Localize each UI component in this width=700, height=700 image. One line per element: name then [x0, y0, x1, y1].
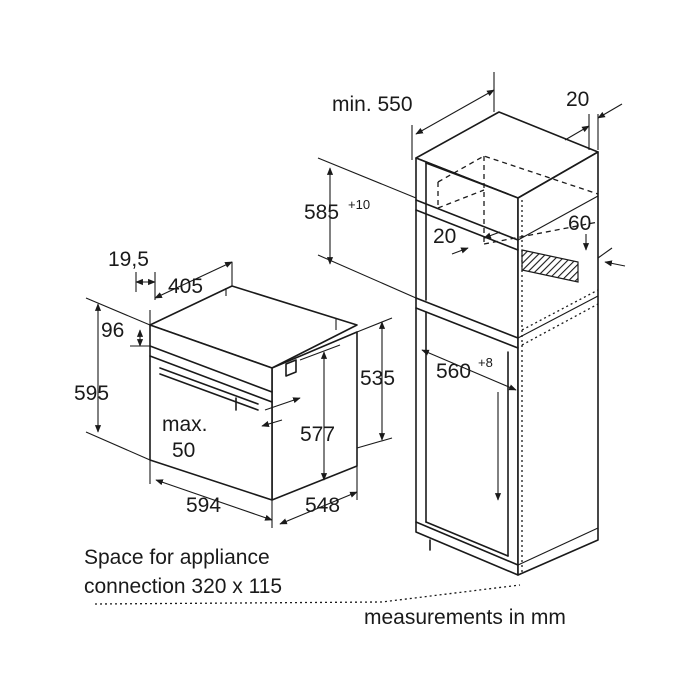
- label-585-tolerance: +10: [348, 197, 370, 212]
- note-space-line1: Space for appliance: [84, 546, 270, 569]
- label-50: 50: [172, 439, 195, 462]
- label-405: 405: [168, 275, 203, 298]
- label-594: 594: [186, 494, 221, 517]
- connection-leader: [94, 584, 521, 605]
- label-min-550: min. 550: [332, 93, 413, 116]
- label-577: 577: [300, 423, 335, 446]
- dimension-labels: min. 550 20 585 +10 20 60 560 +8 19,5 40…: [74, 88, 591, 517]
- label-19-5: 19,5: [108, 248, 149, 271]
- label-535: 535: [360, 367, 395, 390]
- label-585: 585: [304, 201, 339, 224]
- label-20-inner: 20: [433, 225, 456, 248]
- label-595: 595: [74, 382, 109, 405]
- label-560-tolerance: +8: [478, 355, 493, 370]
- tall-cabinet: [415, 111, 599, 576]
- note-space-line2: connection 320 x 115: [84, 575, 282, 598]
- label-560: 560: [436, 360, 471, 383]
- label-60: 60: [568, 212, 591, 235]
- label-max: max.: [162, 413, 208, 436]
- ventilation-hatch: [521, 249, 579, 283]
- note-units: measurements in mm: [364, 606, 566, 629]
- label-96: 96: [101, 319, 124, 342]
- label-548: 548: [305, 494, 340, 517]
- oven-appliance: [130, 285, 358, 501]
- label-20-top: 20: [566, 88, 589, 111]
- cabinet-dimensions: [317, 72, 626, 501]
- oven-dimensions: [85, 261, 393, 528]
- notes: Space for appliance connection 320 x 115…: [84, 546, 566, 629]
